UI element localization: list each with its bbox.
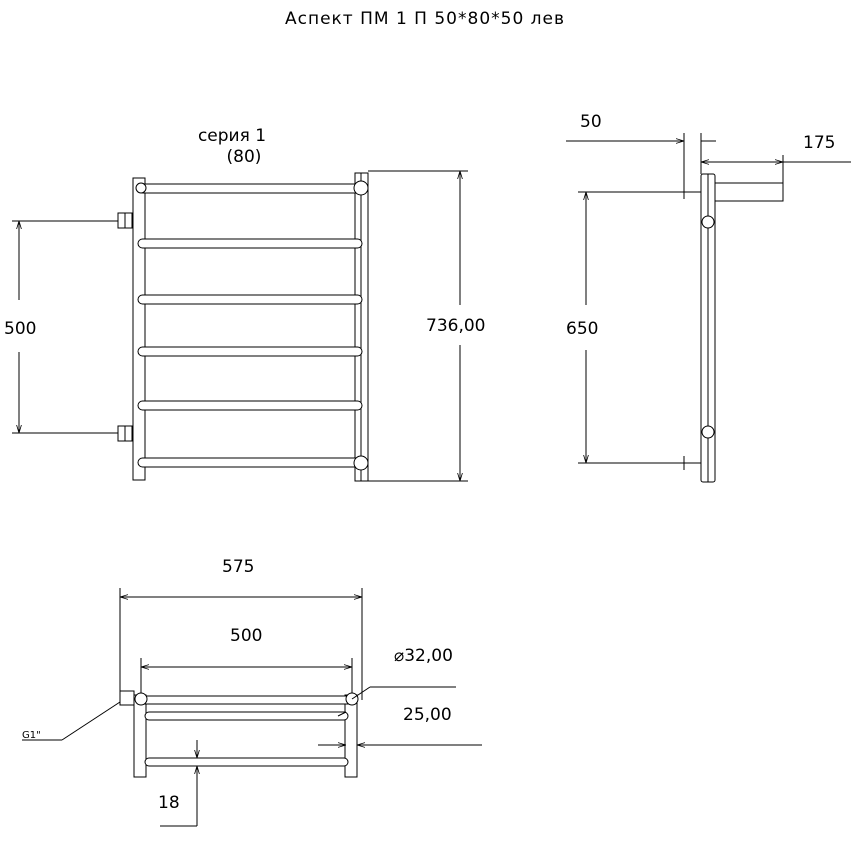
dim-rail-gap: 18: [158, 793, 180, 813]
top-view: 575 500 ⌀32,00 25,00 18: [22, 557, 482, 827]
thread-label: G1": [22, 730, 41, 741]
dim-pipe-diameter: ⌀32,00: [394, 646, 453, 666]
rung: [137, 346, 363, 357]
top-rail: [144, 711, 349, 721]
bottom-plug-icon: [353, 455, 369, 471]
series-label: серия 1: [198, 126, 266, 146]
series-code: (80): [227, 147, 262, 167]
rung: [137, 457, 363, 468]
top-connection: [119, 690, 135, 706]
dim-total-height: 736,00: [426, 316, 485, 336]
rung: [137, 183, 363, 194]
rung: [137, 238, 363, 249]
side-view: 50 175 650: [566, 112, 851, 483]
dim-depth: 175: [803, 133, 835, 153]
dim-height: 650: [566, 319, 598, 339]
top-rail: [137, 695, 354, 705]
top-plug-icon: [353, 180, 369, 196]
rungs: [137, 183, 363, 468]
dim-rail-diameter: 25,00: [403, 705, 452, 725]
dim-connection-spacing: 500: [4, 319, 36, 339]
rung: [137, 294, 363, 305]
dim-wall-offset: 50: [580, 112, 602, 132]
side-bottom-plug-icon: [701, 425, 715, 439]
top-rail: [144, 757, 349, 767]
front-view: серия 1 (80) 500: [4, 126, 485, 482]
drawing-title: Аспект ПМ 1 П 50*80*50 лев: [285, 9, 565, 29]
top-left-pipe: [133, 694, 147, 778]
left-vertical-pipe: [132, 177, 146, 481]
side-top-plug-icon: [701, 215, 715, 229]
dim-total-width: 575: [222, 557, 254, 577]
rung: [137, 400, 363, 411]
side-top-arm: [714, 182, 784, 202]
dim-center-spacing: 500: [230, 626, 262, 646]
